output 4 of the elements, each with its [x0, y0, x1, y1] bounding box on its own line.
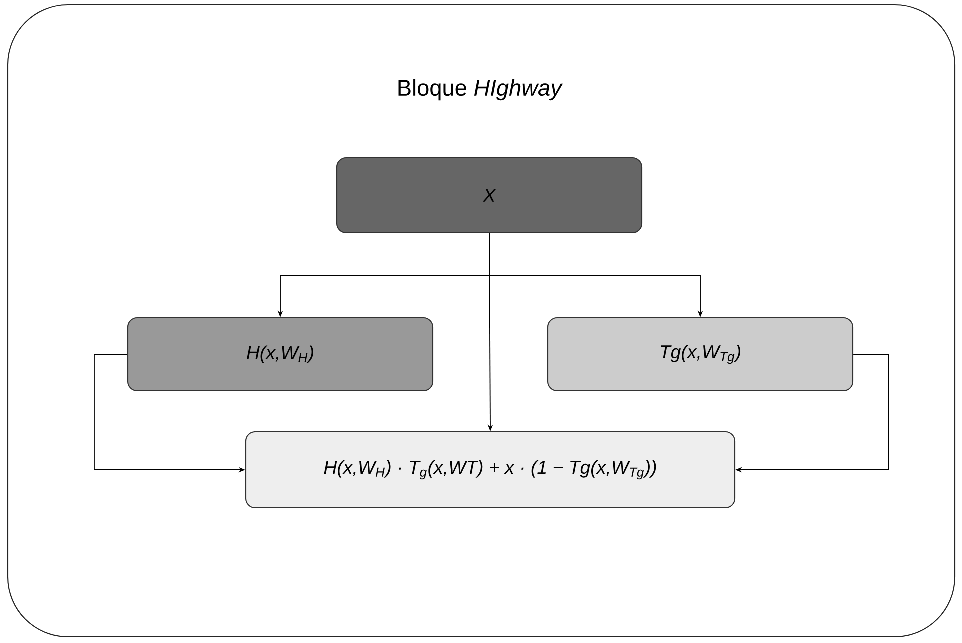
input-box: X [336, 157, 643, 234]
transform-box: H(x,W$_{H}$) [127, 317, 434, 392]
gate-box: Tg(x,W$_{Tg}$) [547, 317, 854, 392]
output-box: H(x,W$_{H}$) · T$_{g}$(x,WT) + x · (1 − Tg(x,W$_{Tg}$)) [245, 431, 736, 509]
